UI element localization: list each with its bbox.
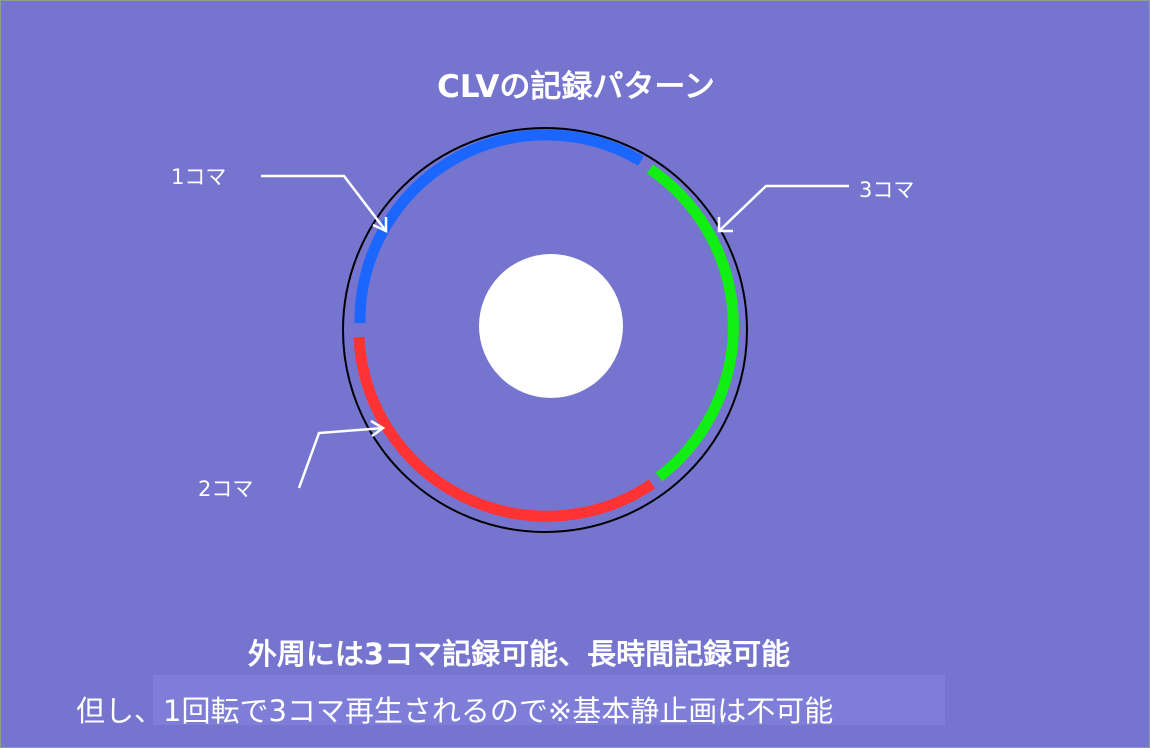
caption-still-image-note: 但し、1回転で3コマ再生されるので※基本静止画は不可能 — [76, 694, 834, 728]
segment-arc-2 — [353, 336, 656, 522]
segment-label-3: 3コマ — [859, 178, 915, 202]
pointer-arrow-3 — [717, 184, 849, 233]
segment-arc-3 — [646, 164, 739, 482]
caption-highlight-band — [153, 675, 945, 725]
segment-label-1: 1コマ — [171, 165, 227, 189]
caption-outer-recording: 外周には3コマ記録可能、長時間記録可能 — [247, 637, 791, 671]
page-title: CLVの記録パターン — [437, 69, 715, 105]
segment-arc-1 — [354, 129, 644, 324]
pointer-arrow-1 — [261, 174, 388, 233]
center-hole — [479, 254, 623, 398]
disc-outline — [342, 127, 748, 533]
pointer-arrow-2 — [297, 419, 386, 489]
segment-label-2: 2コマ — [198, 477, 254, 501]
